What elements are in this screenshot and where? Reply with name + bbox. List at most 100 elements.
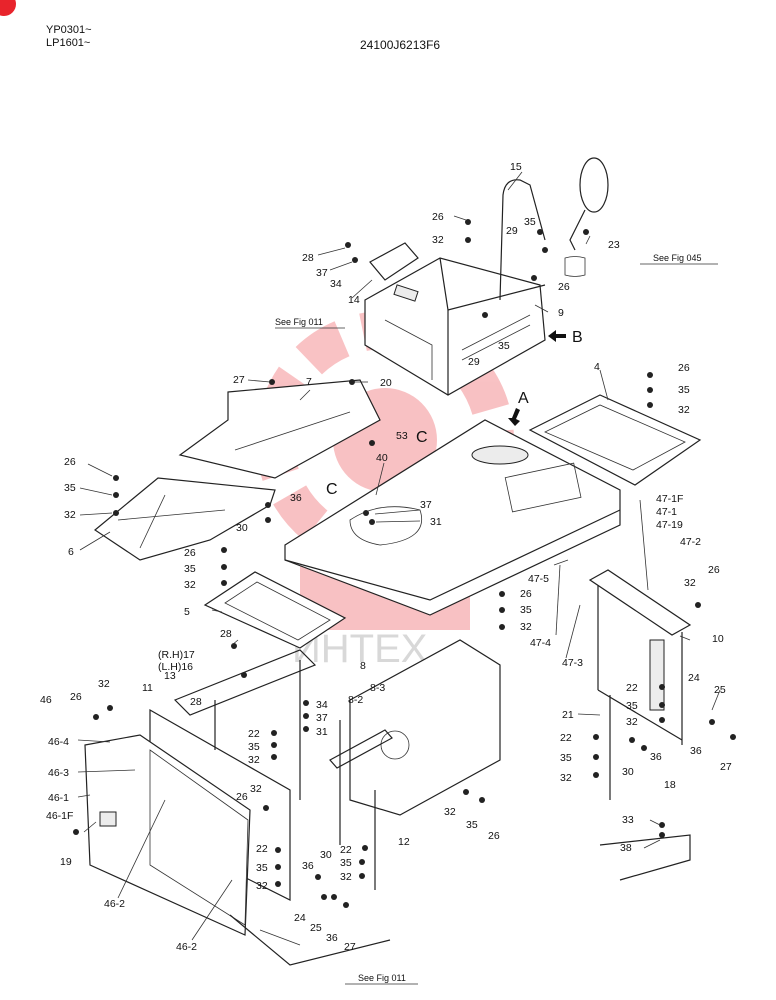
callout-47-5: 47-5 [528,573,549,585]
callout-32-j: 32 [560,772,572,784]
callout-26-i: 26 [236,791,248,803]
callout-35-k: 35 [256,862,268,874]
callout-53: 53 [396,430,408,442]
callout-26-j: 26 [488,830,500,842]
callout-36-d: 36 [302,860,314,872]
door-46 [84,734,251,936]
bracket-14 [369,242,419,281]
view-letter-c2: C [326,481,338,498]
callout-33: 33 [622,814,634,826]
callout-18: 18 [664,779,676,791]
callout-25-b: 25 [310,922,322,934]
callout-36-a: 36 [290,492,302,504]
callout-11: 11 [142,682,153,694]
callout-26-f: 26 [520,588,532,600]
callout-12: 12 [398,836,410,848]
handrail-15 [499,179,546,301]
callout-26-d: 26 [64,456,76,468]
view-letter-c1: C [416,429,428,446]
callout-13: 13 [164,670,176,682]
callout-19: 19 [60,856,72,868]
callout-26-b: 26 [558,281,570,293]
callout-38: 38 [620,842,632,854]
callout-22-b: 22 [248,728,260,740]
callout-32-a: 32 [432,234,444,246]
leader-lines [77,171,721,941]
callout-35-l: 35 [340,857,352,869]
callout-26-h: 26 [70,691,82,703]
callout-8-3: 8-3 [370,682,385,694]
callout-23: 23 [608,239,620,251]
arrow-a-icon [508,408,520,426]
corner-badge-icon [0,0,16,16]
callout-31-b: 31 [316,726,328,738]
callout-32-b: 32 [678,404,690,416]
callout-47-1f: 47-1F [656,493,683,505]
callout-24-b: 24 [294,912,306,924]
callout-5: 5 [184,606,190,618]
callout-20: 20 [380,377,392,389]
arrow-b-icon [548,330,566,342]
hardware-markers [73,219,736,908]
callout-47-2: 47-2 [680,536,701,548]
frame-10 [588,569,692,800]
callout-32-f: 32 [684,577,696,589]
callout-17: (R.H)17 [158,649,195,661]
callout-30-c: 30 [320,849,332,861]
serial-range-2: LP1601~ [46,37,91,49]
callout-37-c: 37 [316,712,328,724]
callout-35-b: 35 [498,340,510,352]
center-panel-12 [329,639,501,890]
callout-9: 9 [558,307,564,319]
ref-fig045: See Fig 045 [653,253,702,263]
cover-5 [203,571,347,649]
callout-32-h: 32 [248,754,260,766]
drawing-number: 24100J6213F6 [360,38,441,52]
callout-30-b: 30 [622,766,634,778]
callout-28-b: 28 [220,628,232,640]
callout-47-19: 47-19 [656,519,683,531]
callout-35-c: 35 [678,384,690,396]
callout-22-c: 22 [560,732,572,744]
serial-range-1: YP0301~ [46,24,92,36]
hood-assembly [364,257,546,396]
callout-36-c: 36 [690,745,702,757]
callout-32-n: 32 [340,871,352,883]
callout-8: 8 [360,660,366,672]
top-cover-40 [284,419,621,616]
callout-35-h: 35 [626,700,638,712]
callout-8-2: 8-2 [348,694,363,706]
callout-35-j: 35 [466,819,478,831]
panel-4 [528,394,702,486]
callout-40: 40 [376,452,388,464]
callout-32-e: 32 [520,621,532,633]
mirror-23 [564,157,609,277]
callout-32-l: 32 [444,806,456,818]
callout-26-g: 26 [708,564,720,576]
callout-22-d: 22 [256,843,268,855]
callout-21: 21 [562,709,574,721]
callout-27-a: 27 [233,374,245,386]
callout-36-e: 36 [326,932,338,944]
view-letter-a: A [518,390,529,407]
ref-fig011-bottom: See Fig 011 [358,973,406,983]
base-outline [229,834,691,966]
callout-29-a: 29 [506,225,518,237]
callout-26-c: 26 [678,362,690,374]
callout-10: 10 [712,633,724,645]
callout-14: 14 [348,294,360,306]
callout-37-b: 37 [420,499,432,511]
callout-35-g: 35 [248,741,260,753]
callout-46-1f: 46-1F [46,810,73,822]
callout-26-e: 26 [184,547,196,559]
callout-16: (L.H)16 [158,661,193,673]
callout-32-g: 32 [98,678,110,690]
callout-6: 6 [68,546,74,558]
callout-22-e: 22 [340,844,352,856]
callout-36-b: 36 [650,751,662,763]
callout-46-3: 46-3 [48,767,69,779]
part-callouts: 15 26 32 35 29 23 28 37 34 14 26 9 29 35… [40,161,732,953]
callout-25-a: 25 [714,684,726,696]
callout-22-a: 22 [626,682,638,694]
